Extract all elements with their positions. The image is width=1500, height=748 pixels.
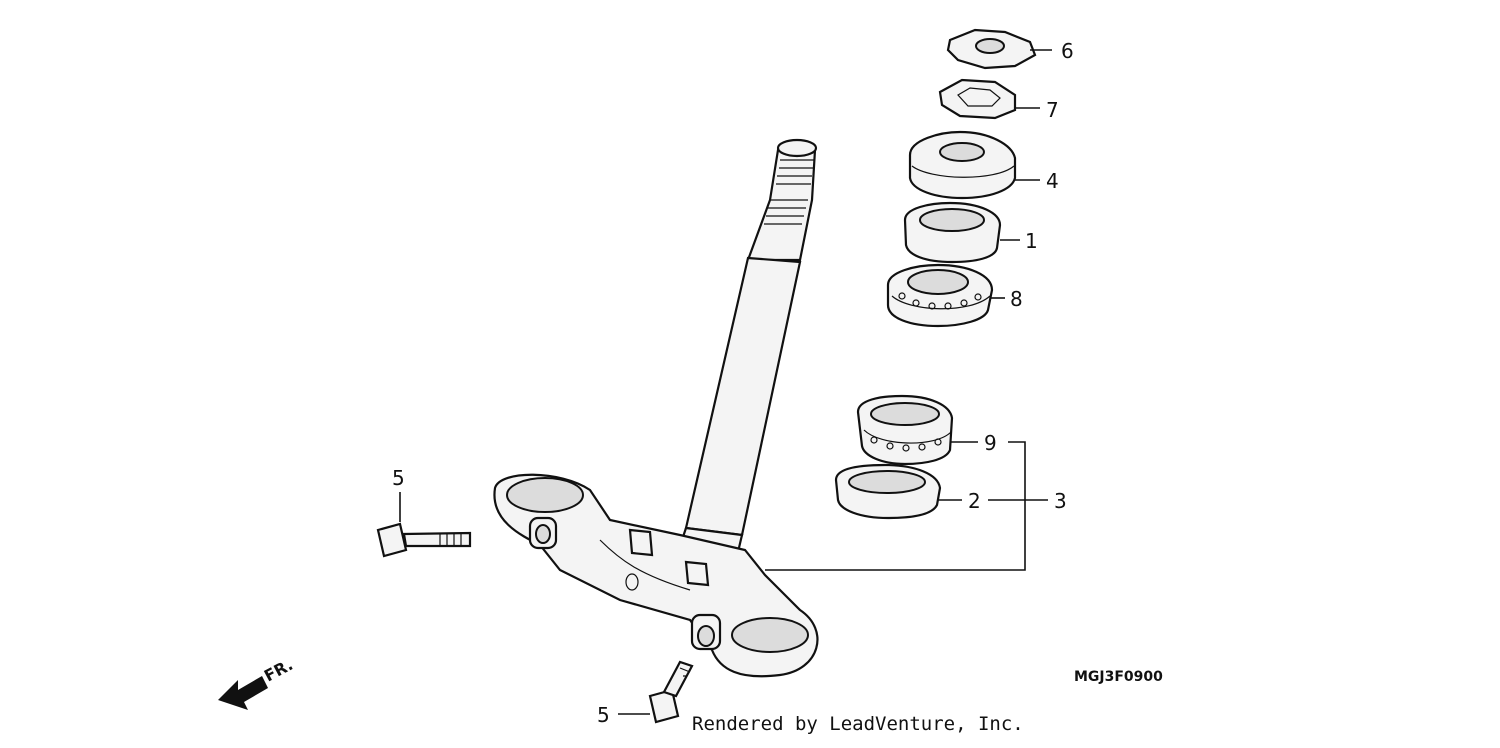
callout-9: 9 (984, 431, 997, 455)
callout-5-bottom: 5 (597, 703, 610, 727)
callout-8: 8 (1010, 287, 1023, 311)
callout-3: 3 (1054, 489, 1067, 513)
render-credit: Rendered by LeadVenture, Inc. (692, 713, 1024, 735)
part-4-adjusting-nut[interactable] (908, 130, 1017, 200)
part-9-lower-bearing[interactable] (856, 394, 954, 466)
diagram-code: MGJ3F0900 (1074, 669, 1163, 685)
part-5-pinch-bolt-left[interactable] (376, 522, 472, 558)
leader-lines (399, 49, 1052, 715)
part-1-dust-seal[interactable] (903, 201, 1002, 264)
callout-7: 7 (1046, 98, 1059, 122)
callout-1: 1 (1025, 229, 1038, 253)
steering-stem-part[interactable] (678, 138, 818, 554)
part-7-lock-washer[interactable] (938, 78, 1017, 120)
callout-5-left: 5 (392, 466, 405, 490)
callout-6: 6 (1061, 39, 1074, 63)
bottom-triple-clamp[interactable] (493, 473, 819, 678)
part-5-pinch-bolt-bottom[interactable] (648, 660, 694, 724)
callout-2: 2 (968, 489, 981, 513)
callout-4: 4 (1046, 169, 1059, 193)
direction-label: FR. (261, 655, 296, 686)
part-8-upper-bearing[interactable] (886, 263, 994, 328)
part-2-dust-seal[interactable] (834, 463, 942, 520)
part-6-lock-nut[interactable] (946, 28, 1037, 70)
front-direction-arrow: FR. (218, 655, 296, 710)
